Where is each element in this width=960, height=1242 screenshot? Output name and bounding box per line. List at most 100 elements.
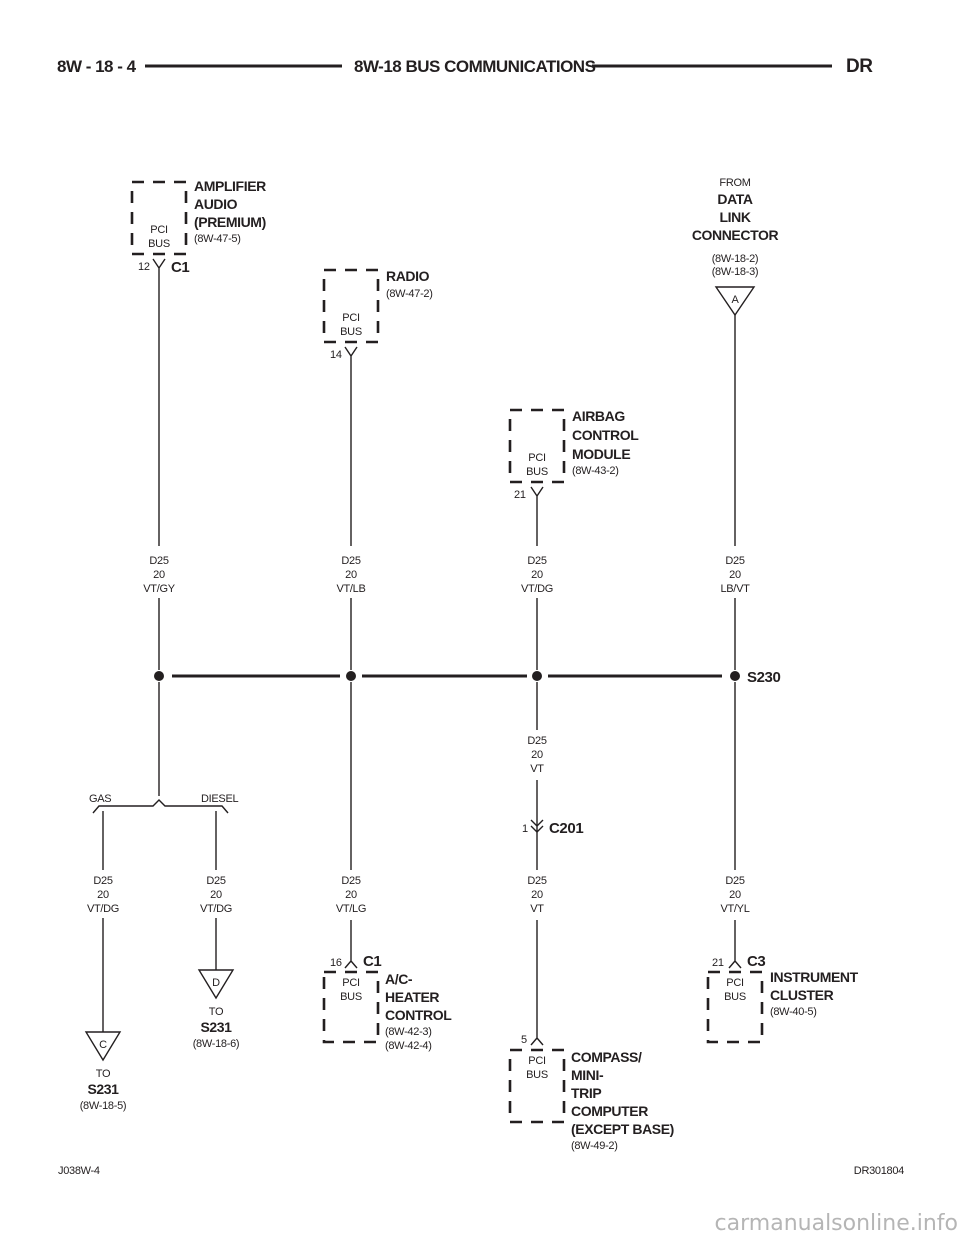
wire-gauge: 20 — [153, 569, 165, 581]
component-name: AIRBAG — [572, 408, 625, 424]
component-name: (EXCEPT BASE) — [571, 1121, 674, 1137]
male-terminal-icon — [530, 920, 544, 1046]
circuit-id: D25 — [527, 555, 546, 567]
pin-label: PCI — [342, 312, 360, 324]
amplifier-box — [130, 180, 188, 256]
wire-color: VT/YL — [720, 903, 749, 915]
circuit-id: D25 — [341, 555, 360, 567]
wire-segment — [158, 598, 736, 670]
component-name: MODULE — [572, 446, 630, 462]
off-page-connector-icon — [197, 969, 235, 1000]
circuit-id: D25 — [206, 875, 225, 887]
model-code: DR — [846, 56, 873, 77]
pin-label: BUS — [340, 991, 362, 1003]
splice-id: S230 — [747, 669, 780, 686]
component-name: CONNECTOR — [692, 227, 779, 243]
component-name: RADIO — [386, 268, 430, 284]
wire-color: LB/VT — [720, 583, 750, 595]
splice-dot-icon — [154, 671, 164, 681]
component-name: CONTROL — [572, 427, 639, 443]
pin-label: BUS — [526, 1069, 548, 1081]
engine-option-branch: GAS DIESEL D25 20 VT/DG D25 20 VT/DG — [87, 682, 239, 1032]
male-terminal-icon — [728, 920, 742, 969]
off-page-connector-icon — [714, 286, 756, 317]
pin-number: 21 — [712, 957, 724, 969]
page-footer: J038W-4 DR301804 carmanualsonline.info — [58, 1165, 958, 1236]
wire-color: VT/GY — [143, 583, 175, 595]
splice-dot-icon — [532, 671, 542, 681]
wire-color: VT — [530, 763, 544, 775]
pin-label: PCI — [528, 1055, 546, 1067]
female-terminal-icon — [344, 346, 358, 546]
component-instrument-cluster: D25 20 VT/YL 21 C3 PCI BUS INSTRUMENT CL… — [706, 682, 859, 1044]
pin-number: 5 — [521, 1034, 527, 1046]
connector-id: C201 — [549, 820, 583, 837]
circuit-id: D25 — [93, 875, 112, 887]
off-page-connector-icon — [84, 1031, 122, 1062]
cluster-box — [706, 970, 764, 1044]
female-terminal-icon — [530, 486, 544, 546]
connector-letter: A — [731, 294, 739, 306]
component-name: LINK — [719, 209, 750, 225]
page-reference: (8W-42-3) — [385, 1026, 432, 1038]
from-label: FROM — [719, 177, 750, 189]
pin-label: PCI — [342, 977, 360, 989]
page-reference: (8W-40-5) — [770, 1006, 817, 1018]
watermark: carmanualsonline.info — [715, 1211, 958, 1236]
splice-dot-icon — [346, 671, 356, 681]
to-label: TO — [96, 1068, 111, 1080]
pin-label: PCI — [150, 224, 168, 236]
component-name: MINI- — [571, 1067, 604, 1083]
target-splice: S231 — [200, 1019, 232, 1035]
pin-label: BUS — [340, 326, 362, 338]
figure-code: J038W-4 — [58, 1165, 100, 1177]
page-number: 8W - 18 - 4 — [57, 57, 137, 76]
wire-gauge: 20 — [531, 749, 543, 761]
component-name: AMPLIFIER — [194, 178, 266, 194]
circuit-id: D25 — [527, 735, 546, 747]
component-radio: PCI BUS RADIO (8W-47-2) 14 — [322, 268, 433, 546]
wire-gauge: 20 — [97, 889, 109, 901]
circuit-id: D25 — [149, 555, 168, 567]
component-airbag-module: PCI BUS AIRBAG CONTROL MODULE (8W-43-2) … — [508, 408, 640, 546]
component-name: A/C- — [385, 971, 413, 987]
page-reference: (8W-18-2) — [712, 253, 759, 265]
page-reference: (8W-18-3) — [712, 266, 759, 278]
wire-color: VT/LB — [336, 583, 365, 595]
wire-color: VT — [530, 903, 544, 915]
wire-gauge: 20 — [729, 569, 741, 581]
pin-label: BUS — [148, 238, 170, 250]
ac-heater-box — [322, 970, 380, 1044]
component-name: DATA — [717, 191, 752, 207]
component-ac-heater-control: D25 20 VT/LG 16 C1 PCI BUS A/C- HEATER C… — [322, 682, 453, 1052]
option-diesel-label: DIESEL — [201, 793, 239, 805]
compass-box — [508, 1048, 566, 1124]
pin-number: 12 — [138, 261, 150, 273]
connector-letter: C — [99, 1039, 107, 1051]
component-amplifier: PCI BUS AMPLIFIER AUDIO (PREMIUM) (8W-47… — [130, 178, 267, 546]
wire-gauge: 20 — [210, 889, 222, 901]
wire-gauge: 20 — [345, 889, 357, 901]
wire-color: VT/DG — [521, 583, 553, 595]
component-data-link-connector: FROM DATA LINK CONNECTOR (8W-18-2) (8W-1… — [692, 177, 779, 546]
connector-letter: D — [212, 977, 220, 989]
wire-color: VT/DG — [200, 903, 232, 915]
page-reference: (8W-47-2) — [386, 288, 433, 300]
page-reference: (8W-18-5) — [80, 1100, 127, 1112]
diagram-code: DR301804 — [854, 1165, 904, 1177]
component-name: INSTRUMENT — [770, 969, 859, 985]
component-name: COMPASS/ — [571, 1049, 642, 1065]
wire-color: VT/LG — [336, 903, 366, 915]
wire-gauge: 20 — [729, 889, 741, 901]
pin-label: BUS — [526, 466, 548, 478]
pin-label: BUS — [724, 991, 746, 1003]
splice-s230: S230 — [154, 598, 781, 686]
component-name: CLUSTER — [770, 987, 834, 1003]
wire-gauge: 20 — [531, 569, 543, 581]
component-name: CONTROL — [385, 1007, 452, 1023]
component-name: HEATER — [385, 989, 439, 1005]
male-terminal-icon — [344, 920, 358, 969]
off-page-c: C TO S231 (8W-18-5) — [80, 1031, 127, 1112]
wire-gauge: 20 — [531, 889, 543, 901]
